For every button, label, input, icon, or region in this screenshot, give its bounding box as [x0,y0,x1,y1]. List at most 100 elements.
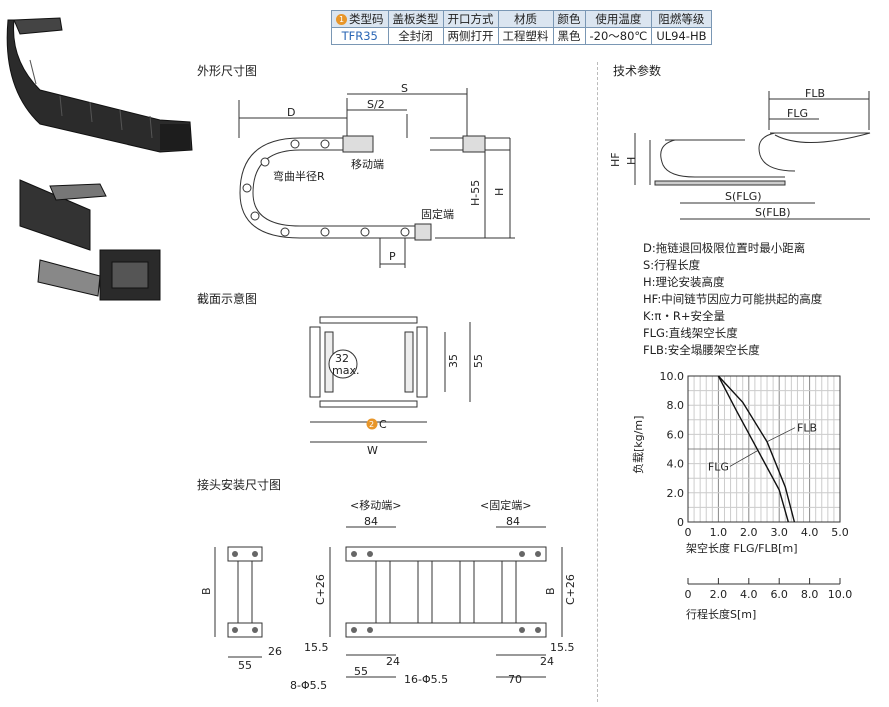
label-h: H [625,157,638,165]
number-badge: 1 [336,14,347,25]
fixed-end-title: <固定端> [480,498,531,512]
y-tick-labels: 0 2.0 4.0 6.0 8.0 10.0 [660,370,685,529]
spec-header-cell: 材质 [497,10,554,28]
section-diagram: 32 max. 35 55 2 C W [309,316,485,457]
x2-tick-label: 8.0 [801,588,819,601]
dim-c: C [379,418,387,431]
legend-item: FLG:直线架空长度 [643,326,738,340]
dim-24-right: 24 [540,655,554,668]
legend-item: HF:中间链节因应力可能拱起的高度 [643,292,823,306]
x-tick-label: 4.0 [801,526,819,539]
dim-55-small: 55 [238,659,252,672]
y-tick-label: 6.0 [667,428,685,441]
moving-end-title: <移动端> [350,499,401,512]
label-flg: FLG [787,107,808,120]
y-tick-label: 2.0 [667,487,685,500]
x-tick-label: 2.0 [740,526,758,539]
dim-c26-right: C+26 [564,574,577,605]
dim-w: W [367,444,378,457]
moving-end-label: 移动端 [351,158,384,171]
cable-max-label: max. [332,364,359,377]
x2-tick-label: 6.0 [770,588,788,601]
x2-tick-labels: 0 2.0 4.0 6.0 8.0 10.0 [685,578,853,601]
dim-h: H [493,188,506,196]
series-label: FLG [708,460,729,473]
dim-s: S [401,82,408,95]
dim-h55: H-55 [469,180,482,206]
series-leader-line [766,427,796,443]
spec-cell: -20～80℃ [584,27,653,45]
dim-b-right: B [544,587,557,595]
x-tick-label: 3.0 [770,526,788,539]
x2-tick-label: 0 [685,588,692,601]
section-divider [597,62,598,702]
label-sflb: S(FLB) [755,206,791,219]
y-tick-label: 8.0 [667,399,685,412]
product-photo [6,17,193,301]
tech-title: 技术参数 [613,64,662,78]
dim-d: D [287,106,295,119]
series-leader-line [729,450,759,467]
legend-item: D:拖链退回极限位置时最小距离 [643,241,806,255]
dim-p: P [389,250,396,263]
spec-cell: 两侧打开 [442,27,499,45]
tech-diagram: FLB FLG HF H S(FLG) S(FLB) [609,87,871,220]
x-tick-label: 1.0 [710,526,728,539]
dim-70: 70 [508,673,522,686]
outer-diagram: S S/2 D H H-55 P 弯曲半径R 移动端 固定端 [238,82,515,268]
dim-155-right: 15.5 [550,641,575,654]
plot-frame [687,375,841,523]
section-title: 截面示意图 [197,292,258,306]
dim-26: 26 [268,645,282,658]
legend-item: FLB:安全塌腰架空长度 [643,343,760,357]
y-axis-label: 负载[kg/m] [631,416,645,474]
x2-tick-label: 4.0 [740,588,758,601]
label-flb: FLB [805,87,825,100]
spec-header-cell: 使用温度 [584,10,653,28]
series-line-flb [717,375,796,523]
label-hf: HF [609,152,622,167]
cable-dia-label: 32 [335,352,349,365]
x-tick-label: 0 [685,526,692,539]
dim-8-hole: 8-Φ5.5 [290,679,327,692]
chart-series: FLG FLB [708,375,817,523]
outer-title: 外形尺寸图 [197,64,258,78]
y-tick-label: 10.0 [660,370,685,383]
dim-84-left: 84 [364,515,378,528]
x2-axis-label: 行程长度S[m] [686,607,756,621]
spec-cell: UL94-HB [651,27,712,45]
legend-item: K:π・R+安全量 [643,309,725,323]
chart-grid [687,375,841,523]
x-axis-label: 架空长度 FLG/FLB[m] [686,541,797,555]
dim-155-left: 15.5 [304,641,329,654]
bend-radius-label: 弯曲半径R [273,169,325,183]
spec-cell: 黑色 [552,27,586,45]
legend-item: S:行程长度 [643,258,701,272]
dim-35: 35 [447,354,460,368]
dim-55: 55 [472,354,485,368]
dim-s2: S/2 [367,98,385,111]
dim-b-left: B [200,587,213,595]
spec-header-cell: 盖板类型 [387,10,444,28]
x2-tick-label: 2.0 [710,588,728,601]
spec-cell: 工程塑料 [497,27,554,45]
legend-item: H:理论安装高度 [643,275,725,289]
series-label: FLB [797,422,817,435]
joint-diagram: <移动端> <固定端> 84 84 B B C+26 C+26 55 26 8-… [200,498,577,692]
spec-header-cell: 开口方式 [442,10,499,28]
spec-header-cell: 阻燃等级 [651,10,712,28]
joint-title: 接头安装尺寸图 [197,478,282,492]
dim-84-right: 84 [506,515,520,528]
y-tick-label: 4.0 [667,458,685,471]
dim-55-moving: 55 [354,665,368,678]
x2-tick-label: 10.0 [828,588,853,601]
fixed-end-label: 固定端 [421,207,454,221]
spec-header-cell: 颜色 [552,10,586,28]
spec-cell-model: TFR35 [331,27,389,45]
y-tick-label: 0 [677,516,684,529]
